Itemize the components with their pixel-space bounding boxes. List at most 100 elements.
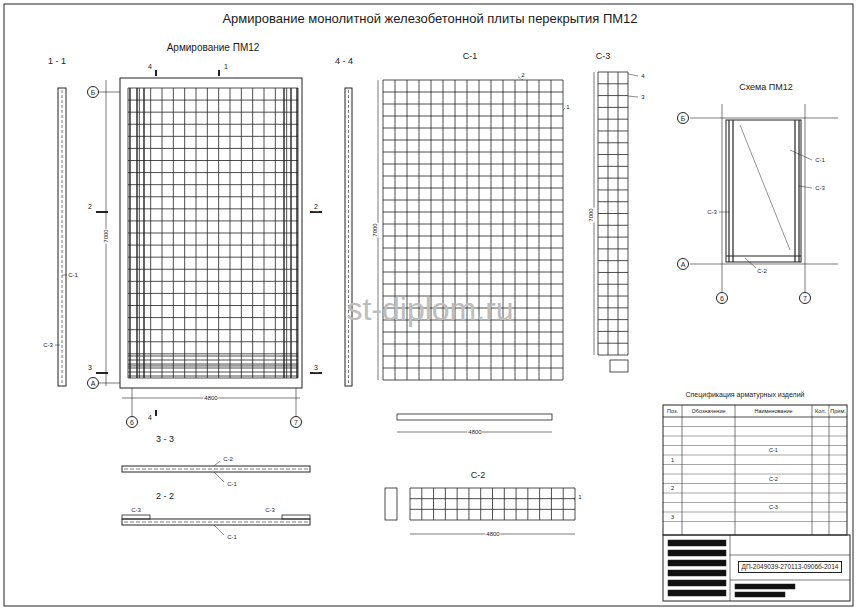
section-1-1 bbox=[55, 88, 67, 386]
table-rule bbox=[812, 405, 813, 535]
axis-bubble: 6 bbox=[716, 292, 728, 304]
rebar-bar bbox=[410, 488, 411, 520]
drawing-code: ДП-2049039-270113-0906б-2014 bbox=[742, 564, 839, 571]
rebar-bar bbox=[598, 343, 628, 344]
edge-mesh-bar bbox=[728, 120, 729, 262]
rebar-bar bbox=[551, 80, 552, 380]
table-header: Обозначение bbox=[690, 408, 726, 414]
slab-section bbox=[122, 519, 310, 525]
leader-line bbox=[214, 525, 224, 535]
table-cell: 2 bbox=[670, 485, 675, 491]
rebar-bar bbox=[128, 281, 298, 282]
edge-mesh-section bbox=[282, 515, 310, 519]
mesh-mark: С-1 bbox=[226, 534, 238, 541]
rebar-bar bbox=[410, 498, 575, 499]
table-rule bbox=[663, 464, 847, 465]
rebar-bar bbox=[598, 166, 628, 167]
rebar-bar bbox=[383, 188, 563, 189]
rebar-bar bbox=[480, 488, 481, 520]
axis-bubble: 7 bbox=[290, 416, 302, 428]
rebar-bar bbox=[479, 80, 480, 380]
rebar-bar bbox=[383, 248, 563, 249]
section-mark bbox=[96, 211, 108, 213]
table-rule bbox=[829, 405, 830, 535]
rebar-bar bbox=[128, 372, 298, 373]
rebar-bar bbox=[598, 248, 628, 249]
table-rule bbox=[663, 483, 847, 484]
leader-line bbox=[719, 212, 729, 213]
rebar-bar bbox=[383, 332, 563, 333]
redacted-cell bbox=[668, 560, 726, 566]
slab-plan bbox=[96, 70, 322, 416]
table-rule bbox=[663, 455, 847, 456]
title-block-border bbox=[663, 535, 850, 601]
section-number: 3 bbox=[87, 364, 93, 372]
axis-label: Б bbox=[681, 115, 686, 122]
rebar-bar bbox=[128, 305, 298, 306]
table-rule bbox=[682, 405, 683, 535]
rebar-bar bbox=[598, 201, 628, 202]
rebar-mesh bbox=[128, 88, 298, 378]
rebar-bar bbox=[128, 112, 298, 113]
rebar-bar bbox=[598, 83, 628, 84]
rebar-bar bbox=[598, 331, 628, 332]
rebar-bar bbox=[527, 488, 528, 520]
rebar-bar bbox=[62, 90, 63, 384]
table-border bbox=[663, 405, 847, 535]
rebar-bar bbox=[598, 355, 628, 356]
mesh-mark: С-3 bbox=[706, 209, 718, 216]
section-number: 3 bbox=[313, 364, 319, 372]
table-title: Спецификация арматурных изделий bbox=[685, 391, 806, 399]
rebar-bar bbox=[128, 269, 298, 270]
callout-number: 3 bbox=[640, 94, 645, 101]
view-title: Армирование ПМ12 bbox=[166, 42, 261, 53]
table-rule bbox=[663, 436, 847, 437]
slab-scheme bbox=[690, 104, 838, 292]
rebar-bar bbox=[410, 520, 575, 521]
rebar-bar bbox=[383, 344, 563, 345]
rebar-bar bbox=[598, 307, 628, 308]
rebar-bar bbox=[598, 319, 628, 320]
table-rule bbox=[730, 580, 850, 581]
rebar-bar bbox=[457, 488, 458, 520]
leader-line bbox=[214, 472, 224, 482]
rebar-bar bbox=[563, 488, 564, 520]
callout-number: 2 bbox=[520, 72, 525, 79]
rebar-bar bbox=[539, 80, 540, 380]
axis-label: 6 bbox=[720, 295, 724, 302]
rebar-bar bbox=[383, 356, 563, 357]
redacted-cell bbox=[735, 592, 785, 597]
rebar-bar bbox=[128, 172, 298, 173]
edge-mesh-section bbox=[122, 515, 150, 519]
rebar-bar bbox=[468, 488, 469, 520]
axis-bubble: Б bbox=[677, 112, 689, 124]
slab-section bbox=[345, 88, 352, 386]
mesh-section bbox=[610, 360, 628, 372]
rebar-bar bbox=[383, 284, 563, 285]
rebar-bar bbox=[383, 152, 563, 153]
sheet-border bbox=[4, 4, 853, 606]
rebar-bar bbox=[419, 80, 420, 380]
rebar-bar bbox=[407, 80, 408, 380]
axis-bubble: 6 bbox=[126, 416, 138, 428]
rebar-bar bbox=[598, 213, 628, 214]
table-cell: 3 bbox=[670, 514, 675, 520]
edge-mesh-bar bbox=[732, 120, 733, 262]
rebar-bar bbox=[395, 80, 396, 380]
table-rule bbox=[730, 555, 850, 556]
section-mark bbox=[96, 372, 108, 374]
rebar-bar bbox=[598, 178, 628, 179]
rebar-bar bbox=[383, 80, 563, 81]
mesh-mark: С-3 bbox=[814, 185, 826, 192]
rebar-bar bbox=[383, 104, 563, 105]
redacted-cell bbox=[668, 570, 726, 576]
drawing-title: Армирование монолитной железобетонной пл… bbox=[221, 12, 638, 26]
section-title: 3 - 3 bbox=[155, 435, 175, 445]
rebar-bar bbox=[492, 488, 493, 520]
dimension: 7000 bbox=[588, 207, 595, 222]
edge-mesh-bar bbox=[798, 120, 799, 262]
mesh-mark: С-1 bbox=[67, 272, 79, 279]
rebar-bar bbox=[383, 80, 384, 380]
rebar-bar bbox=[128, 245, 298, 246]
rebar-bar bbox=[128, 233, 298, 234]
